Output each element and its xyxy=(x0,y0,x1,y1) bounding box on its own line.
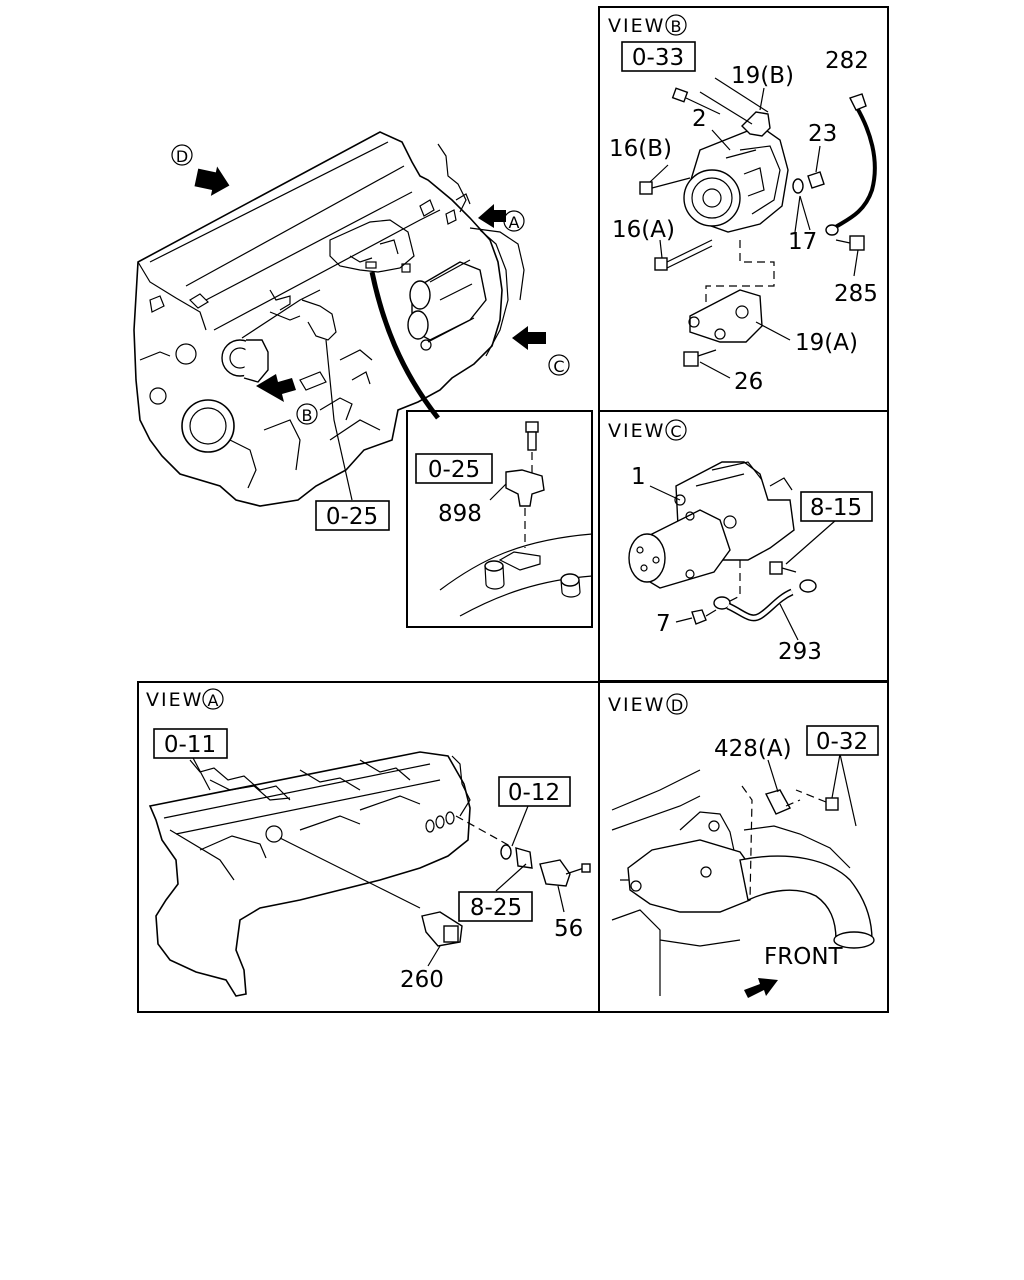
panel-frames xyxy=(137,6,889,1013)
part-26-label: 26 xyxy=(734,369,763,395)
part-16a-label: 16(A) xyxy=(612,217,675,243)
part-19b-label: 19(B) xyxy=(731,63,794,89)
view-a-prefix: VIEW xyxy=(146,689,203,711)
sensor-260-icon xyxy=(279,837,463,947)
arrow-a-icon: A xyxy=(478,204,525,232)
main-engine-view: D A C B 0-25 xyxy=(133,131,570,531)
part-19a-label: 19(A) xyxy=(795,330,858,356)
part-7-label: 7 xyxy=(656,611,671,637)
part-16b-label: 16(B) xyxy=(609,136,672,162)
main-ref-leader xyxy=(325,339,353,501)
part-23-label: 23 xyxy=(808,121,837,147)
engine-illustration xyxy=(133,131,525,507)
view-c-prefix: VIEW xyxy=(608,420,665,442)
part-898-label: 898 xyxy=(438,501,482,527)
svg-text:0-33: 0-33 xyxy=(632,45,684,71)
view-b: VIEW B 0-33 xyxy=(608,14,878,395)
clamp-428a-icon xyxy=(741,785,791,901)
main-starter-motor xyxy=(407,259,487,351)
bolt-16a-icon xyxy=(654,239,713,271)
part-2-label: 2 xyxy=(692,106,707,132)
part-428a-label: 428(A) xyxy=(714,736,792,762)
fitting-8-25-icon xyxy=(515,847,533,869)
washer-0-12-icon xyxy=(500,844,512,860)
bolt-16b-icon xyxy=(639,177,691,195)
view-a: VIEW A xyxy=(146,688,591,997)
part-56-label: 56 xyxy=(554,916,583,942)
cable-282-icon xyxy=(832,104,877,230)
bracket-19a-icon xyxy=(688,240,775,343)
view-c-ref-box: 8-15 xyxy=(800,491,873,522)
svg-text:0-11: 0-11 xyxy=(164,732,216,758)
engine-block-icon xyxy=(148,751,471,997)
inset-frame xyxy=(406,410,593,628)
arrow-d-icon: D xyxy=(171,144,230,196)
view-a-ref-box-8-25: 8-25 xyxy=(458,891,533,922)
main-alternator xyxy=(221,339,269,383)
svg-text:8-25: 8-25 xyxy=(470,895,522,921)
view-d-letter: D xyxy=(671,696,683,715)
view-d-frame xyxy=(598,681,889,1013)
view-a-ref-box-0-11: 0-11 xyxy=(153,728,228,759)
arrow-d-label: D xyxy=(176,147,188,166)
arrow-b-label: B xyxy=(302,406,313,425)
starter-motor-icon xyxy=(628,461,795,589)
view-d-prefix: VIEW xyxy=(608,694,665,716)
bolt-285-icon xyxy=(835,235,865,251)
bolt-0-32-icon xyxy=(785,789,839,811)
svg-text:0-25: 0-25 xyxy=(428,457,480,483)
svg-text:0-32: 0-32 xyxy=(816,729,868,755)
svg-text:0-12: 0-12 xyxy=(508,780,560,806)
inset-view: 0-25 898 xyxy=(415,421,593,617)
arrow-c-icon: C xyxy=(512,326,570,376)
switch-56-icon xyxy=(539,859,591,887)
arrow-b-icon: B xyxy=(256,374,318,425)
main-ref-box: 0-25 xyxy=(315,500,390,531)
bolt-0-33-icon xyxy=(671,87,721,115)
part-260-label: 260 xyxy=(400,967,444,993)
bolt-8-15-icon xyxy=(769,561,797,575)
svg-text:8-15: 8-15 xyxy=(810,495,862,521)
part-282-label: 282 xyxy=(825,48,869,74)
arrow-c-label: C xyxy=(553,357,564,376)
view-b-prefix: VIEW xyxy=(608,15,665,37)
cable-293-icon xyxy=(713,579,817,622)
washer-17-icon xyxy=(792,178,804,194)
front-arrow-icon xyxy=(744,978,778,998)
view-d: VIEW D xyxy=(608,693,879,998)
view-c-letter: C xyxy=(670,422,681,441)
svg-text:0-25: 0-25 xyxy=(326,504,378,530)
intake-pipe-icon xyxy=(611,769,875,996)
nut-23-icon xyxy=(807,171,825,189)
inset-ref-box: 0-25 xyxy=(415,453,493,484)
view-a-ref-box-0-12: 0-12 xyxy=(498,776,571,807)
front-label: FRONT xyxy=(764,944,844,970)
alternator-icon xyxy=(683,125,789,233)
nut-7-icon xyxy=(691,609,707,625)
bolt-26-icon xyxy=(683,349,717,367)
arrow-a-label: A xyxy=(509,213,520,232)
view-b-ref-box: 0-33 xyxy=(621,41,696,72)
view-d-ref-box: 0-32 xyxy=(806,725,879,756)
bracket-19b-icon xyxy=(741,111,771,137)
view-b-letter: B xyxy=(671,17,682,36)
inset-leader-curve xyxy=(369,271,440,420)
part-17-label: 17 xyxy=(788,229,817,255)
part-1-label: 1 xyxy=(631,464,646,490)
part-293-label: 293 xyxy=(778,639,822,665)
part-285-label: 285 xyxy=(834,281,878,307)
view-c: VIEW C xyxy=(608,419,873,665)
view-a-letter: A xyxy=(208,691,219,710)
